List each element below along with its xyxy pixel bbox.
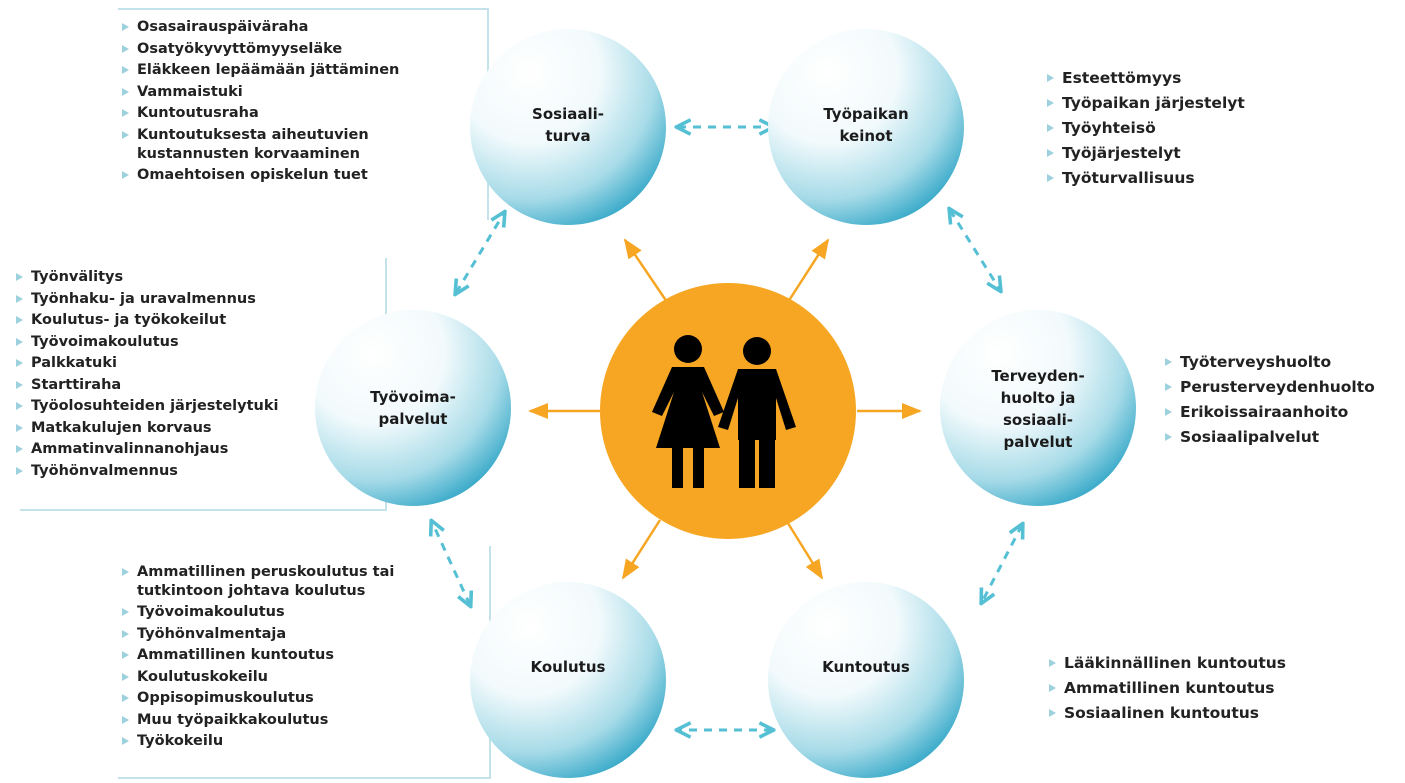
label-terveydenhuolto: Terveyden- huolto ja sosiaali- palvelut xyxy=(991,367,1085,451)
list-item: Koulutus- ja työkokeilut xyxy=(14,310,278,332)
list-item: Kuntoutusraha xyxy=(120,103,460,125)
list-item: Ammatillinen kuntoutus xyxy=(1047,676,1286,701)
list-koulutus: Ammatillinen peruskoulutus tai tutkintoo… xyxy=(120,562,460,753)
label-kuntoutus: Kuntoutus xyxy=(822,658,910,676)
list-item: Työvoimakoulutus xyxy=(120,602,460,624)
list-item: Matkakulujen korvaus xyxy=(14,418,278,440)
list-item: Starttiraha xyxy=(14,375,278,397)
list-item: Perusterveydenhuolto xyxy=(1163,375,1375,400)
bubbles xyxy=(315,29,1136,778)
bubble-tyopaikan-keinot xyxy=(768,29,964,225)
list-item: Ammatillinen kuntoutus xyxy=(120,645,460,667)
arrow-to-kuntoutus xyxy=(784,519,824,580)
list-item: Työterveyshuolto xyxy=(1163,350,1375,375)
link-tyopaikka-terveys xyxy=(950,210,1000,290)
bubble-terveydenhuolto xyxy=(940,310,1136,506)
list-kuntoutus: Lääkinnällinen kuntoutus Ammatillinen ku… xyxy=(1047,651,1286,726)
arrow-to-tyopaikan-keinot xyxy=(786,238,830,303)
people-icon xyxy=(652,335,796,488)
link-koulutus-tyovoima xyxy=(432,522,470,605)
list-item: Erikoissairaanhoito xyxy=(1163,400,1375,425)
list-item: Työjärjestelyt xyxy=(1045,141,1245,166)
link-tyovoima-sosiaaliturva xyxy=(456,213,504,293)
list-item: Oppisopimuskoulutus xyxy=(120,688,460,710)
list-item: Lääkinnällinen kuntoutus xyxy=(1047,651,1286,676)
list-item: Työturvallisuus xyxy=(1045,166,1245,191)
bubble-sosiaaliturva xyxy=(470,29,666,225)
label-sosiaaliturva: Sosiaali- turva xyxy=(532,105,604,145)
list-item: Työkokeilu xyxy=(120,731,460,753)
label-koulutus: Koulutus xyxy=(530,658,606,676)
list-tyovoimapalvelut: Työnvälitys Työnhaku- ja uravalmennus Ko… xyxy=(14,267,278,482)
label-tyopaikan-keinot: Työpaikan keinot xyxy=(823,105,909,145)
list-item: Esteettömyys xyxy=(1045,66,1245,91)
list-item: Koulutuskokeilu xyxy=(120,667,460,689)
list-item: Työyhteisö xyxy=(1045,116,1245,141)
list-item: Osasairauspäiväraha xyxy=(120,17,460,39)
list-item: Ammatinvalinnanohjaus xyxy=(14,439,278,461)
orange-arrows xyxy=(528,238,922,580)
label-tyovoimapalvelut: Työvoima- palvelut xyxy=(370,388,456,428)
list-item: Muu työpaikkakoulutus xyxy=(120,710,460,732)
list-item: Työolosuhteiden järjestelytuki xyxy=(14,396,278,418)
list-tyopaikan-keinot: Esteettömyys Työpaikan järjestelyt Työyh… xyxy=(1045,66,1245,191)
bubble-koulutus xyxy=(470,582,666,778)
list-item: Sosiaalipalvelut xyxy=(1163,425,1375,450)
list-item: Vammaistuki xyxy=(120,82,460,104)
link-terveys-kuntoutus xyxy=(982,525,1022,602)
list-item: Omaehtoisen opiskelun tuet xyxy=(120,165,460,187)
list-sosiaaliturva: Osasairauspäiväraha Osatyökyvyttömyyselä… xyxy=(120,17,460,186)
list-item: Työvoimakoulutus xyxy=(14,332,278,354)
teal-arrows xyxy=(432,127,1022,730)
list-item: Työhönvalmentaja xyxy=(120,624,460,646)
bubble-tyovoimapalvelut xyxy=(315,310,511,506)
list-item: Työhönvalmennus xyxy=(14,461,278,483)
list-item: Osatyökyvyttömyyseläke xyxy=(120,39,460,61)
list-item: Työnhaku- ja uravalmennus xyxy=(14,289,278,311)
list-item: Työnvälitys xyxy=(14,267,278,289)
list-terveydenhuolto: Työterveyshuolto Perusterveydenhuolto Er… xyxy=(1163,350,1375,450)
list-item: Ammatillinen peruskoulutus tai tutkintoo… xyxy=(120,562,412,602)
list-item: Kuntoutuksesta aiheutuvien kustannusten … xyxy=(120,125,407,165)
bubble-kuntoutus xyxy=(768,582,964,778)
list-item: Eläkkeen lepäämään jättäminen xyxy=(120,60,460,82)
arrow-to-sosiaaliturva xyxy=(623,238,669,303)
list-item: Sosiaalinen kuntoutus xyxy=(1047,701,1286,726)
list-item: Palkkatuki xyxy=(14,353,278,375)
list-item: Työpaikan järjestelyt xyxy=(1045,91,1245,116)
arrow-to-koulutus xyxy=(621,519,662,580)
